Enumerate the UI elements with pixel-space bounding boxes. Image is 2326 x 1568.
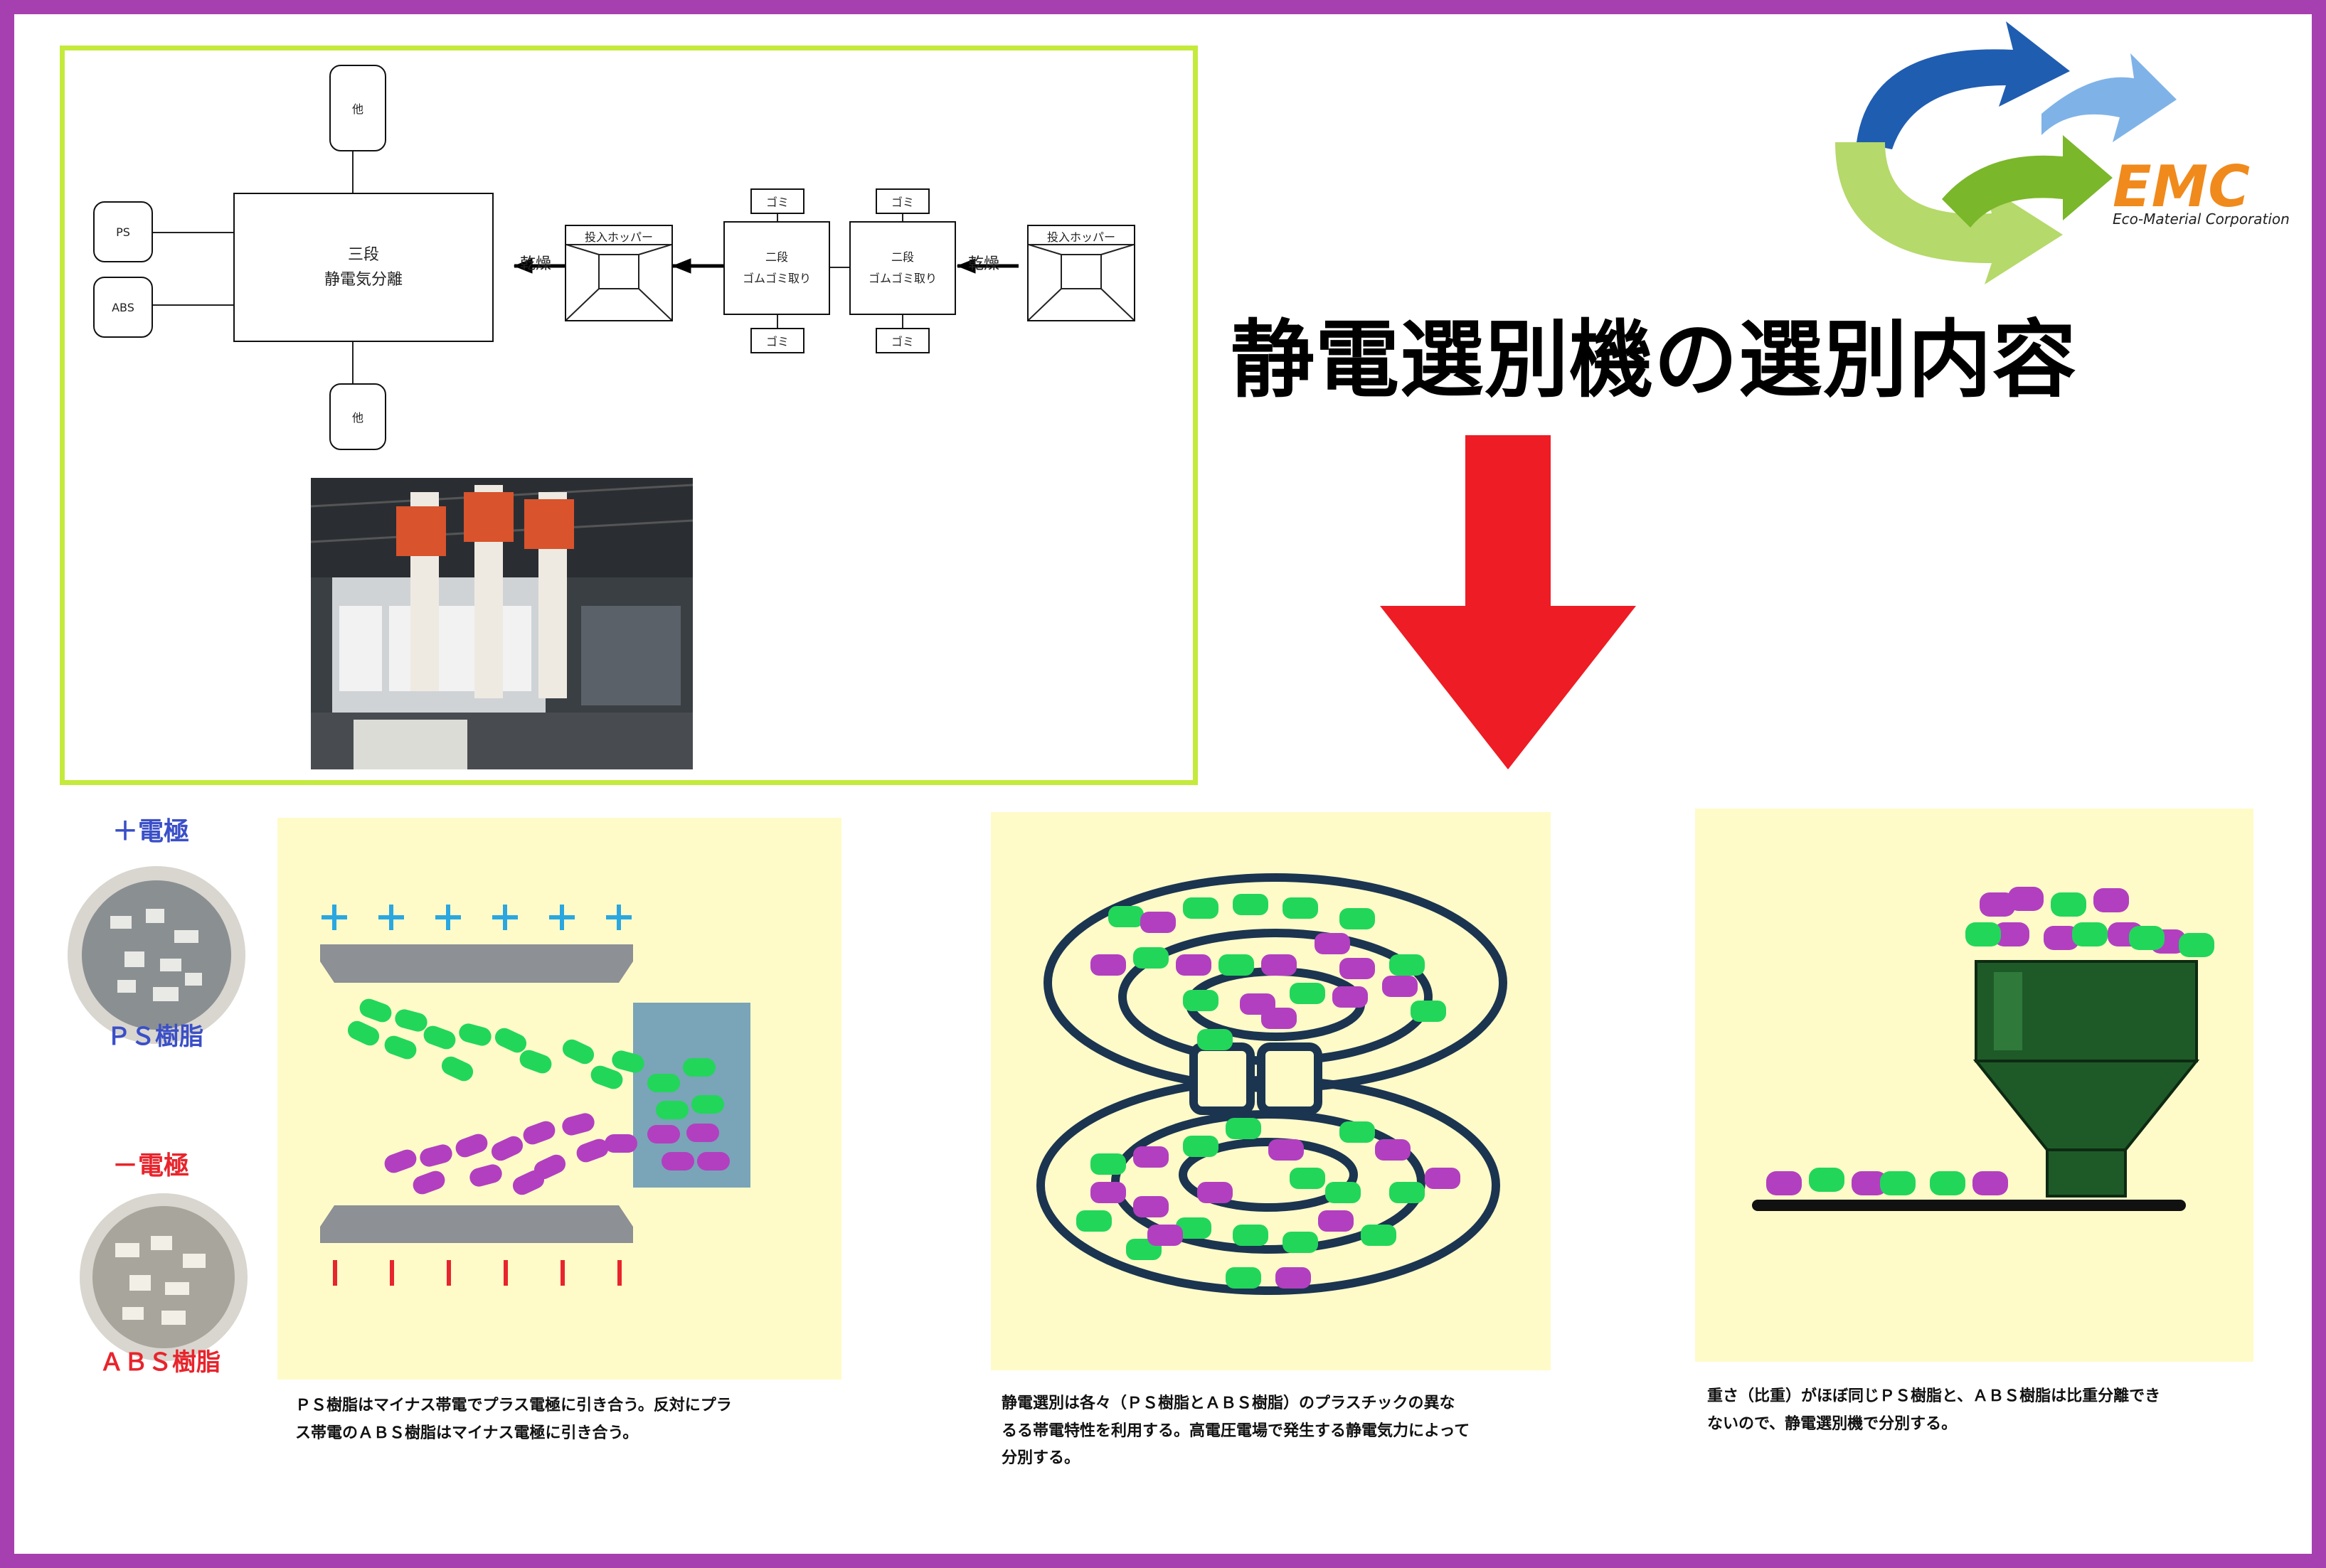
other-bottom-box: 他: [329, 383, 386, 450]
other-top-box: 他: [329, 65, 386, 151]
input-hopper-2: 投入ホッパー: [1027, 225, 1135, 321]
panel2-caption-line3: 分別する。: [1002, 1449, 1080, 1467]
hopper-icon: [1029, 244, 1134, 320]
drum-ps-particles: [1076, 894, 1446, 1289]
page-title: 静電選別機の選別内容: [1231, 311, 2078, 409]
waste-box-4: ゴミ: [876, 328, 930, 353]
abs-particles: [384, 1113, 730, 1195]
drum-rings: [1036, 873, 1507, 1295]
hopper-2-label: 投入ホッパー: [1046, 230, 1115, 244]
panel2-caption: 静電選別は各々（ＰＳ樹脂とＡＢＳ樹脂）のプラスチックの異な るる帯電特性を利用す…: [1002, 1390, 1470, 1473]
abs-label: ABS: [112, 300, 134, 314]
emc-logo: EMC Eco-Material Corporation: [1807, 21, 2305, 284]
abs-resin-label: ＡＢＳ樹脂: [100, 1348, 221, 1377]
waste-label-3: ゴミ: [765, 335, 789, 348]
ps-output-box: PS: [93, 201, 153, 262]
ps-flakes-image: [82, 880, 231, 1030]
stage-a-line2: ゴムゴミ取り: [742, 272, 811, 285]
ps-particles: [347, 998, 724, 1119]
electrode-diagram: [320, 905, 750, 1286]
waste-label-4: ゴミ: [891, 335, 914, 348]
hopper-conveyor-diagram: [1752, 887, 2214, 1211]
factory-machine-image: [311, 478, 693, 769]
ps-resin-label: ＰＳ樹脂: [107, 1023, 203, 1051]
factory-photo: [311, 478, 693, 769]
waste-box-3: ゴミ: [750, 328, 804, 353]
panel3-caption-line2: ないので、静電選別機で分別する。: [1707, 1414, 1958, 1433]
positive-electrode-plate: [320, 944, 633, 983]
minus-signs: [333, 1260, 622, 1286]
other-top-label: 他: [351, 102, 363, 116]
positive-electrode-label: ＋電極: [112, 817, 190, 846]
waste-box-2: ゴミ: [876, 188, 930, 214]
conveyor-belt: [1752, 1200, 2186, 1211]
panel2-caption-line2: るる帯電特性を利用する。高電圧電場で発生する静電気力によって: [1002, 1422, 1470, 1440]
ps-resin-bowl: [68, 866, 245, 1044]
hopper-icon: [566, 244, 671, 320]
input-hopper-1: 投入ホッパー: [565, 225, 673, 321]
plus-signs: [322, 905, 632, 930]
waste-label-2: ゴミ: [891, 196, 914, 209]
stage-a-line1: 二段: [765, 250, 788, 264]
panel1-caption-line1: ＰＳ樹脂はマイナス帯電でプラス電極に引き合う。反対にプラ: [295, 1397, 732, 1414]
stage-b-line1: 二段: [891, 250, 914, 264]
negative-electrode-plate: [320, 1205, 633, 1243]
abs-resin-bowl: [80, 1193, 248, 1361]
waste-box-1: ゴミ: [750, 188, 804, 214]
two-stage-rubber-removal-a: 二段 ゴムゴミ取り: [723, 221, 830, 315]
hopper-ps-particles: [1809, 892, 2214, 1195]
panel-electrode-attraction: [277, 818, 841, 1380]
panel1-caption: ＰＳ樹脂はマイナス帯電でプラス電極に引き合う。反対にプラ ス帯電のＡＢＳ樹脂はマ…: [295, 1392, 732, 1447]
ps-label: PS: [116, 225, 130, 239]
panel2-caption-line1: 静電選別は各々（ＰＳ樹脂とＡＢＳ樹脂）のプラスチックの異な: [1002, 1394, 1455, 1412]
dry-label-1: 乾燥: [520, 255, 552, 273]
panel-electrostatic-drum: [991, 812, 1551, 1370]
main-line2: 静電気分離: [324, 271, 403, 289]
three-stage-separation-box: 三段 静電気分離: [233, 193, 494, 342]
hopper-funnel: [1972, 960, 2200, 1198]
two-stage-rubber-removal-b: 二段 ゴムゴミ取り: [849, 221, 956, 315]
dry-label-2: 乾燥: [968, 255, 1000, 273]
waste-label-1: ゴミ: [765, 196, 789, 209]
drum-abs-particles: [1090, 912, 1460, 1289]
panel-hopper-conveyor: [1695, 809, 2253, 1362]
stage-b-line2: ゴムゴミ取り: [868, 272, 937, 285]
logo-subtitle: Eco-Material Corporation: [2113, 210, 2290, 228]
hopper-1-label: 投入ホッパー: [584, 230, 653, 244]
other-bottom-label: 他: [351, 411, 363, 425]
abs-output-box: ABS: [93, 277, 153, 338]
panel3-caption: 重さ（比重）がほぼ同じＰＳ樹脂と、ＡＢＳ樹脂は比重分離でき ないので、静電選別機…: [1707, 1383, 2160, 1438]
electrostatic-drum: [1036, 873, 1507, 1295]
main-line1: 三段: [347, 245, 379, 264]
recycle-arrows-logo: [1835, 21, 2177, 284]
abs-flakes-image: [92, 1206, 235, 1348]
panel3-caption-line1: 重さ（比重）がほぼ同じＰＳ樹脂と、ＡＢＳ樹脂は比重分離でき: [1707, 1387, 2161, 1405]
negative-electrode-label: －電極: [112, 1151, 190, 1180]
panel1-caption-line2: ス帯電のＡＢＳ樹脂はマイナス電極に引き合う。: [295, 1424, 639, 1442]
down-arrow: [1380, 435, 1636, 769]
logo-name: EMC: [2113, 154, 2250, 220]
